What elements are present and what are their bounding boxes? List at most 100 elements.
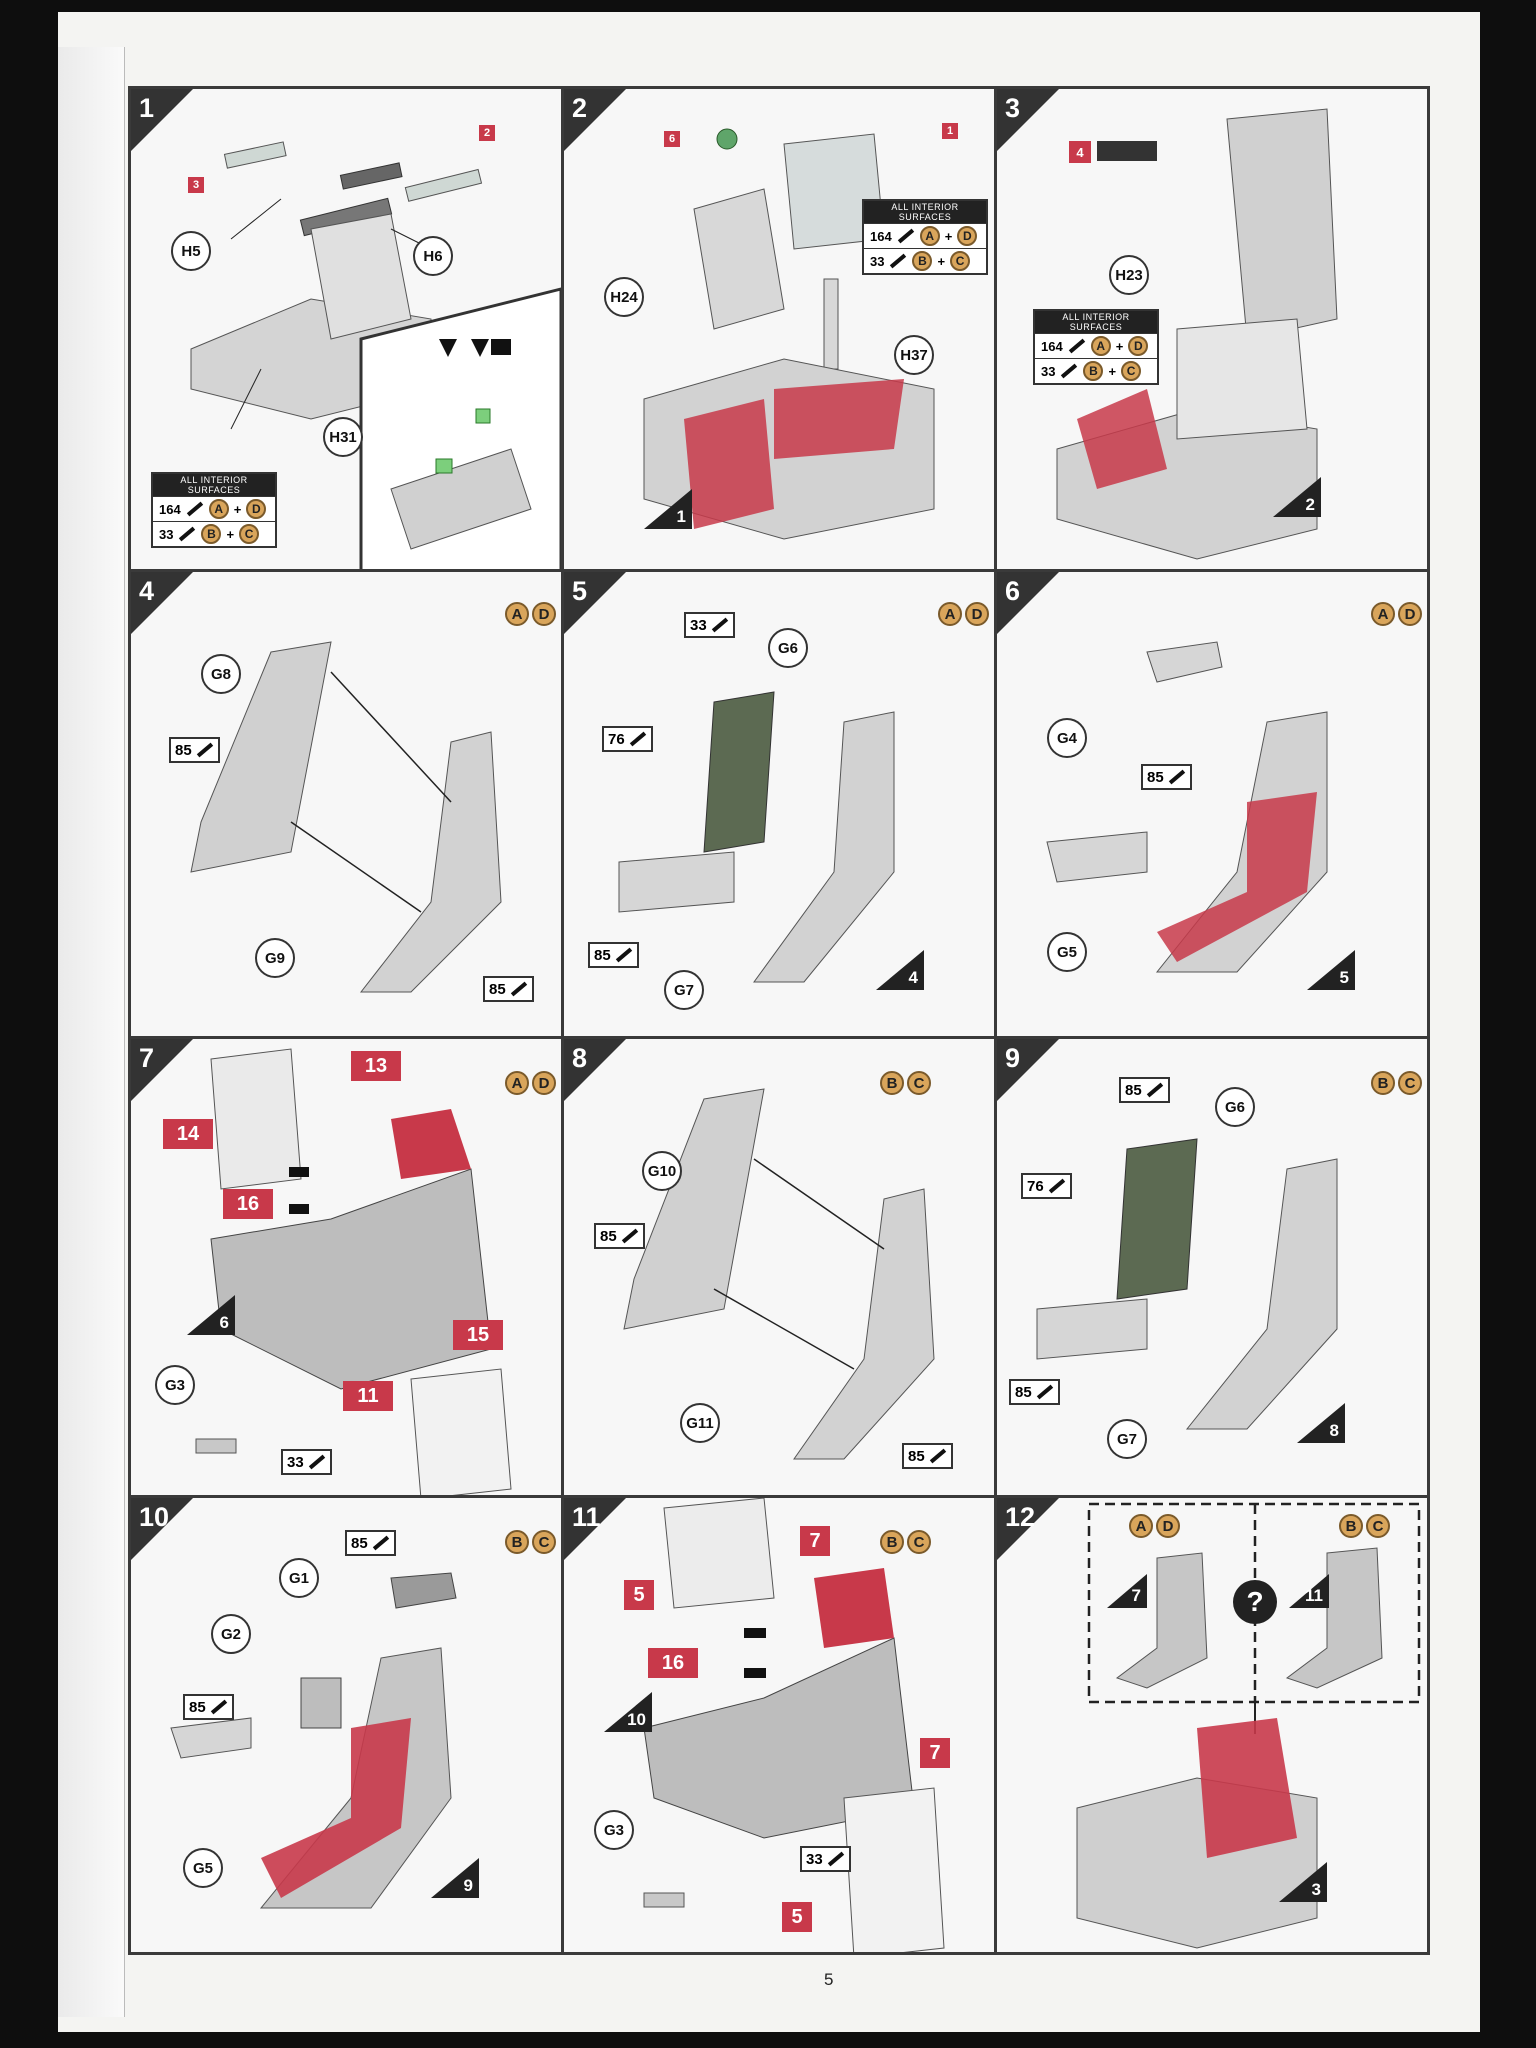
step-number-11: 11: [564, 1498, 626, 1560]
part-label-g2: G2: [211, 1614, 251, 1654]
decal-marker-5: 5: [782, 1902, 812, 1932]
step-number-8: 8: [564, 1039, 626, 1101]
brush-icon: [210, 1699, 227, 1715]
step-9-illustration: [1036, 1138, 1338, 1430]
step-3-illustration: [1056, 108, 1338, 560]
paint-callout-85: 85: [588, 942, 639, 968]
step-4-illustration: [190, 641, 502, 993]
decal-marker-3: 3: [188, 177, 204, 193]
brush-icon: [629, 731, 646, 747]
decal-marker-15: 15: [453, 1320, 503, 1350]
part-label-g5: G5: [183, 1848, 223, 1888]
step-number-4: 4: [131, 572, 193, 634]
part-label-g8: G8: [201, 654, 241, 694]
binding-edge: [58, 47, 125, 2017]
paint-callout-85: 85: [1009, 1379, 1060, 1405]
step-ref-2: 2: [1273, 477, 1321, 517]
step-2-illustration: [643, 128, 935, 540]
decal-marker-16: 16: [223, 1189, 273, 1219]
paint-callout-33: 33: [684, 612, 735, 638]
paint-callout-85: 85: [902, 1443, 953, 1469]
paint-table-header: ALL INTERIOR SURFACES: [864, 201, 986, 223]
decal-marker-5: 5: [624, 1580, 654, 1610]
step-ref-4: 4: [876, 950, 924, 990]
part-label-g1: G1: [279, 1558, 319, 1598]
step-ref-5: 5: [1307, 950, 1355, 990]
page-number: 5: [824, 1970, 834, 1989]
decal-marker-11: 11: [343, 1381, 393, 1411]
brush-icon: [308, 1454, 325, 1470]
brush-icon: [827, 1851, 844, 1867]
step-6-illustration: [1046, 641, 1328, 973]
decal-marker-6: 6: [664, 131, 680, 147]
paint-callout-76: 76: [602, 726, 653, 752]
paint-callout-85: 85: [1119, 1077, 1170, 1103]
step-ref-1: 1: [644, 489, 692, 529]
brush-icon: [186, 501, 203, 517]
brush-icon: [1146, 1082, 1163, 1098]
brush-icon: [929, 1448, 946, 1464]
part-label-h37: H37: [894, 335, 934, 375]
step-ref-8: 8: [1297, 1403, 1345, 1443]
part-label-g4: G4: [1047, 718, 1087, 758]
part-label-g11: G11: [680, 1403, 720, 1443]
step-1-panel: 1 H5 H6 H31 3 2 ALL INTERIOR SURFACES 16…: [128, 86, 564, 572]
part-label-g3: G3: [594, 1810, 634, 1850]
paint-callout-33: 33: [800, 1846, 851, 1872]
step-number-12: 12: [997, 1498, 1059, 1560]
step-number-10: 10: [131, 1498, 193, 1560]
decal-marker-7: 7: [920, 1738, 950, 1768]
part-label-h31: H31: [323, 417, 363, 457]
step-12-illustration: [1076, 1502, 1421, 1949]
step-ref-3: 3: [1279, 1862, 1327, 1902]
step-number-2: 2: [564, 89, 626, 151]
decal-marker-13: 13: [351, 1051, 401, 1081]
decal-marker-14: 14: [163, 1119, 213, 1149]
part-label-g3: G3: [155, 1365, 195, 1405]
step-7-illustration: [195, 1048, 512, 1495]
brush-icon: [711, 617, 728, 633]
instruction-sheet: 1 H5 H6 H31 3 2 ALL INTERIOR SURFACES 16…: [58, 12, 1480, 2032]
decal-marker-7: 7: [800, 1526, 830, 1556]
paint-callout-76: 76: [1021, 1173, 1072, 1199]
brush-icon: [372, 1535, 389, 1551]
step-ref-6: 6: [187, 1295, 235, 1335]
brush-icon: [890, 253, 907, 269]
step-number-9: 9: [997, 1039, 1059, 1101]
part-label-g5: G5: [1047, 932, 1087, 972]
part-label-g9: G9: [255, 938, 295, 978]
brush-icon: [897, 228, 914, 244]
part-label-g6: G6: [1215, 1087, 1255, 1127]
part-label-h23: H23: [1109, 255, 1149, 295]
step-number-3: 3: [997, 89, 1059, 151]
step-8-illustration: [623, 1088, 935, 1460]
part-label-h24: H24: [604, 277, 644, 317]
brush-icon: [510, 981, 527, 997]
part-label-g7: G7: [664, 970, 704, 1010]
brush-icon: [1068, 338, 1085, 354]
paint-callout-33: 33: [281, 1449, 332, 1475]
step-number-1: 1: [131, 89, 193, 151]
paint-table-header: ALL INTERIOR SURFACES: [1035, 311, 1157, 333]
step-ref-9: 9: [431, 1858, 479, 1898]
choice-question-icon: ?: [1233, 1580, 1277, 1624]
